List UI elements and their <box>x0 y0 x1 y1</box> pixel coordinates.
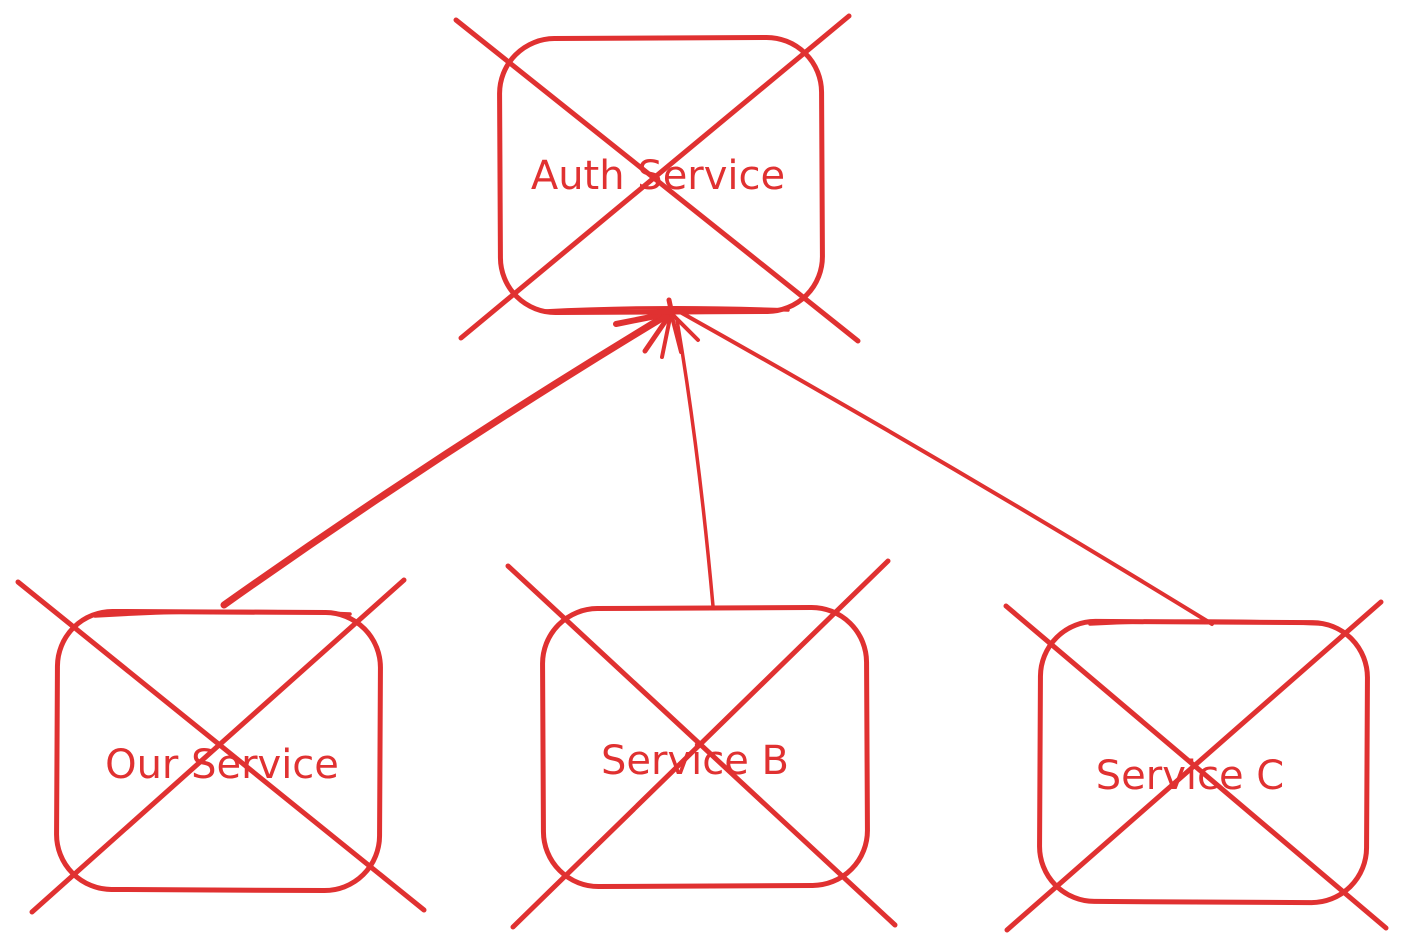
cross-out-service-c <box>1003 599 1389 933</box>
node-label-auth-service: Auth Service <box>531 153 785 199</box>
arrow-service-c-to-auth <box>678 310 1214 626</box>
service-c-box-overdraw <box>1088 619 1322 626</box>
arrow-our-service-to-auth <box>220 311 671 609</box>
cross-out-service-b <box>505 558 898 930</box>
cross-out-our-service <box>15 577 427 915</box>
node-label-our-service: Our Service <box>105 742 339 788</box>
node-service-b: Service B <box>505 558 898 930</box>
arrow-service-b-to-auth <box>675 318 715 608</box>
node-auth-service: Auth Service <box>453 13 861 344</box>
node-label-service-c: Service C <box>1096 753 1284 799</box>
service-b-box <box>540 604 870 890</box>
node-label-service-b: Service B <box>601 738 789 784</box>
node-our-service: Our Service <box>15 577 427 915</box>
auth-service-box-overdraw <box>543 305 790 313</box>
edges-group <box>220 297 1214 626</box>
cross-out-auth-service <box>453 13 861 344</box>
auth-service-box <box>497 34 825 316</box>
node-service-c: Service C <box>1003 599 1389 933</box>
arrowhead-burst <box>613 297 743 359</box>
our-service-box-overdraw <box>93 609 352 618</box>
